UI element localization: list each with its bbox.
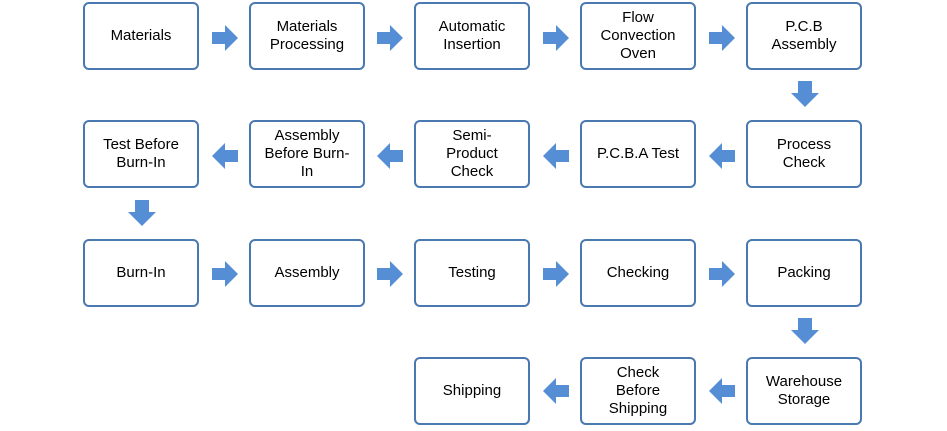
arrow-down-icon xyxy=(128,200,156,226)
step-automatic-insertion: Automatic Insertion xyxy=(414,2,530,70)
step-assembly: Assembly xyxy=(249,239,365,307)
arrow-right-icon xyxy=(212,261,238,287)
step-packing: Packing xyxy=(746,239,862,307)
step-label: Test Before Burn-In xyxy=(103,136,179,171)
step-materials: Materials xyxy=(83,2,199,70)
step-label: P.C.B.A Test xyxy=(597,145,679,162)
step-checking: Checking xyxy=(580,239,696,307)
step-warehouse-storage: Warehouse Storage xyxy=(746,357,862,425)
step-label: Materials xyxy=(110,27,172,44)
step-flow-convection-oven: Flow Convection Oven xyxy=(580,2,696,70)
step-label: Checking xyxy=(606,264,670,281)
step-pcb-assembly: P.C.B Assembly xyxy=(746,2,862,70)
step-check-before-shipping: Check Before Shipping xyxy=(580,357,696,425)
arrow-left-icon xyxy=(709,378,735,404)
step-label: Shipping xyxy=(442,382,502,399)
step-pcba-test: P.C.B.A Test xyxy=(580,120,696,188)
arrow-left-icon xyxy=(212,143,238,169)
step-assembly-before-burn-in: Assembly Before Burn- In xyxy=(249,120,365,188)
step-label: P.C.B Assembly xyxy=(771,18,837,53)
arrow-right-icon xyxy=(709,261,735,287)
arrow-right-icon xyxy=(212,25,238,51)
step-label: Burn-In xyxy=(116,264,166,281)
step-label: Warehouse Storage xyxy=(765,373,843,408)
arrow-right-icon xyxy=(377,25,403,51)
step-label: Packing xyxy=(777,264,831,281)
arrow-down-icon xyxy=(791,318,819,344)
arrow-left-icon xyxy=(543,143,569,169)
step-label: Testing xyxy=(448,264,496,281)
arrow-right-icon xyxy=(543,261,569,287)
arrow-down-icon xyxy=(791,81,819,107)
step-label: Flow Convection Oven xyxy=(600,9,676,62)
step-label: Check Before Shipping xyxy=(608,364,668,417)
step-label: Automatic Insertion xyxy=(438,18,506,53)
arrow-right-icon xyxy=(377,261,403,287)
step-process-check: Process Check xyxy=(746,120,862,188)
step-label: Semi- Product Check xyxy=(446,127,498,180)
arrow-left-icon xyxy=(543,378,569,404)
step-shipping: Shipping xyxy=(414,357,530,425)
arrow-right-icon xyxy=(709,25,735,51)
arrow-right-icon xyxy=(543,25,569,51)
step-semi-product-check: Semi- Product Check xyxy=(414,120,530,188)
step-label: Process Check xyxy=(776,136,832,171)
step-label: Assembly Before Burn- In xyxy=(264,127,350,180)
step-testing: Testing xyxy=(414,239,530,307)
step-label: Assembly xyxy=(274,264,340,281)
step-materials-processing: Materials Processing xyxy=(249,2,365,70)
arrow-left-icon xyxy=(377,143,403,169)
arrow-left-icon xyxy=(709,143,735,169)
step-test-before-burn-in: Test Before Burn-In xyxy=(83,120,199,188)
step-label: Materials Processing xyxy=(269,18,345,53)
step-burn-in: Burn-In xyxy=(83,239,199,307)
